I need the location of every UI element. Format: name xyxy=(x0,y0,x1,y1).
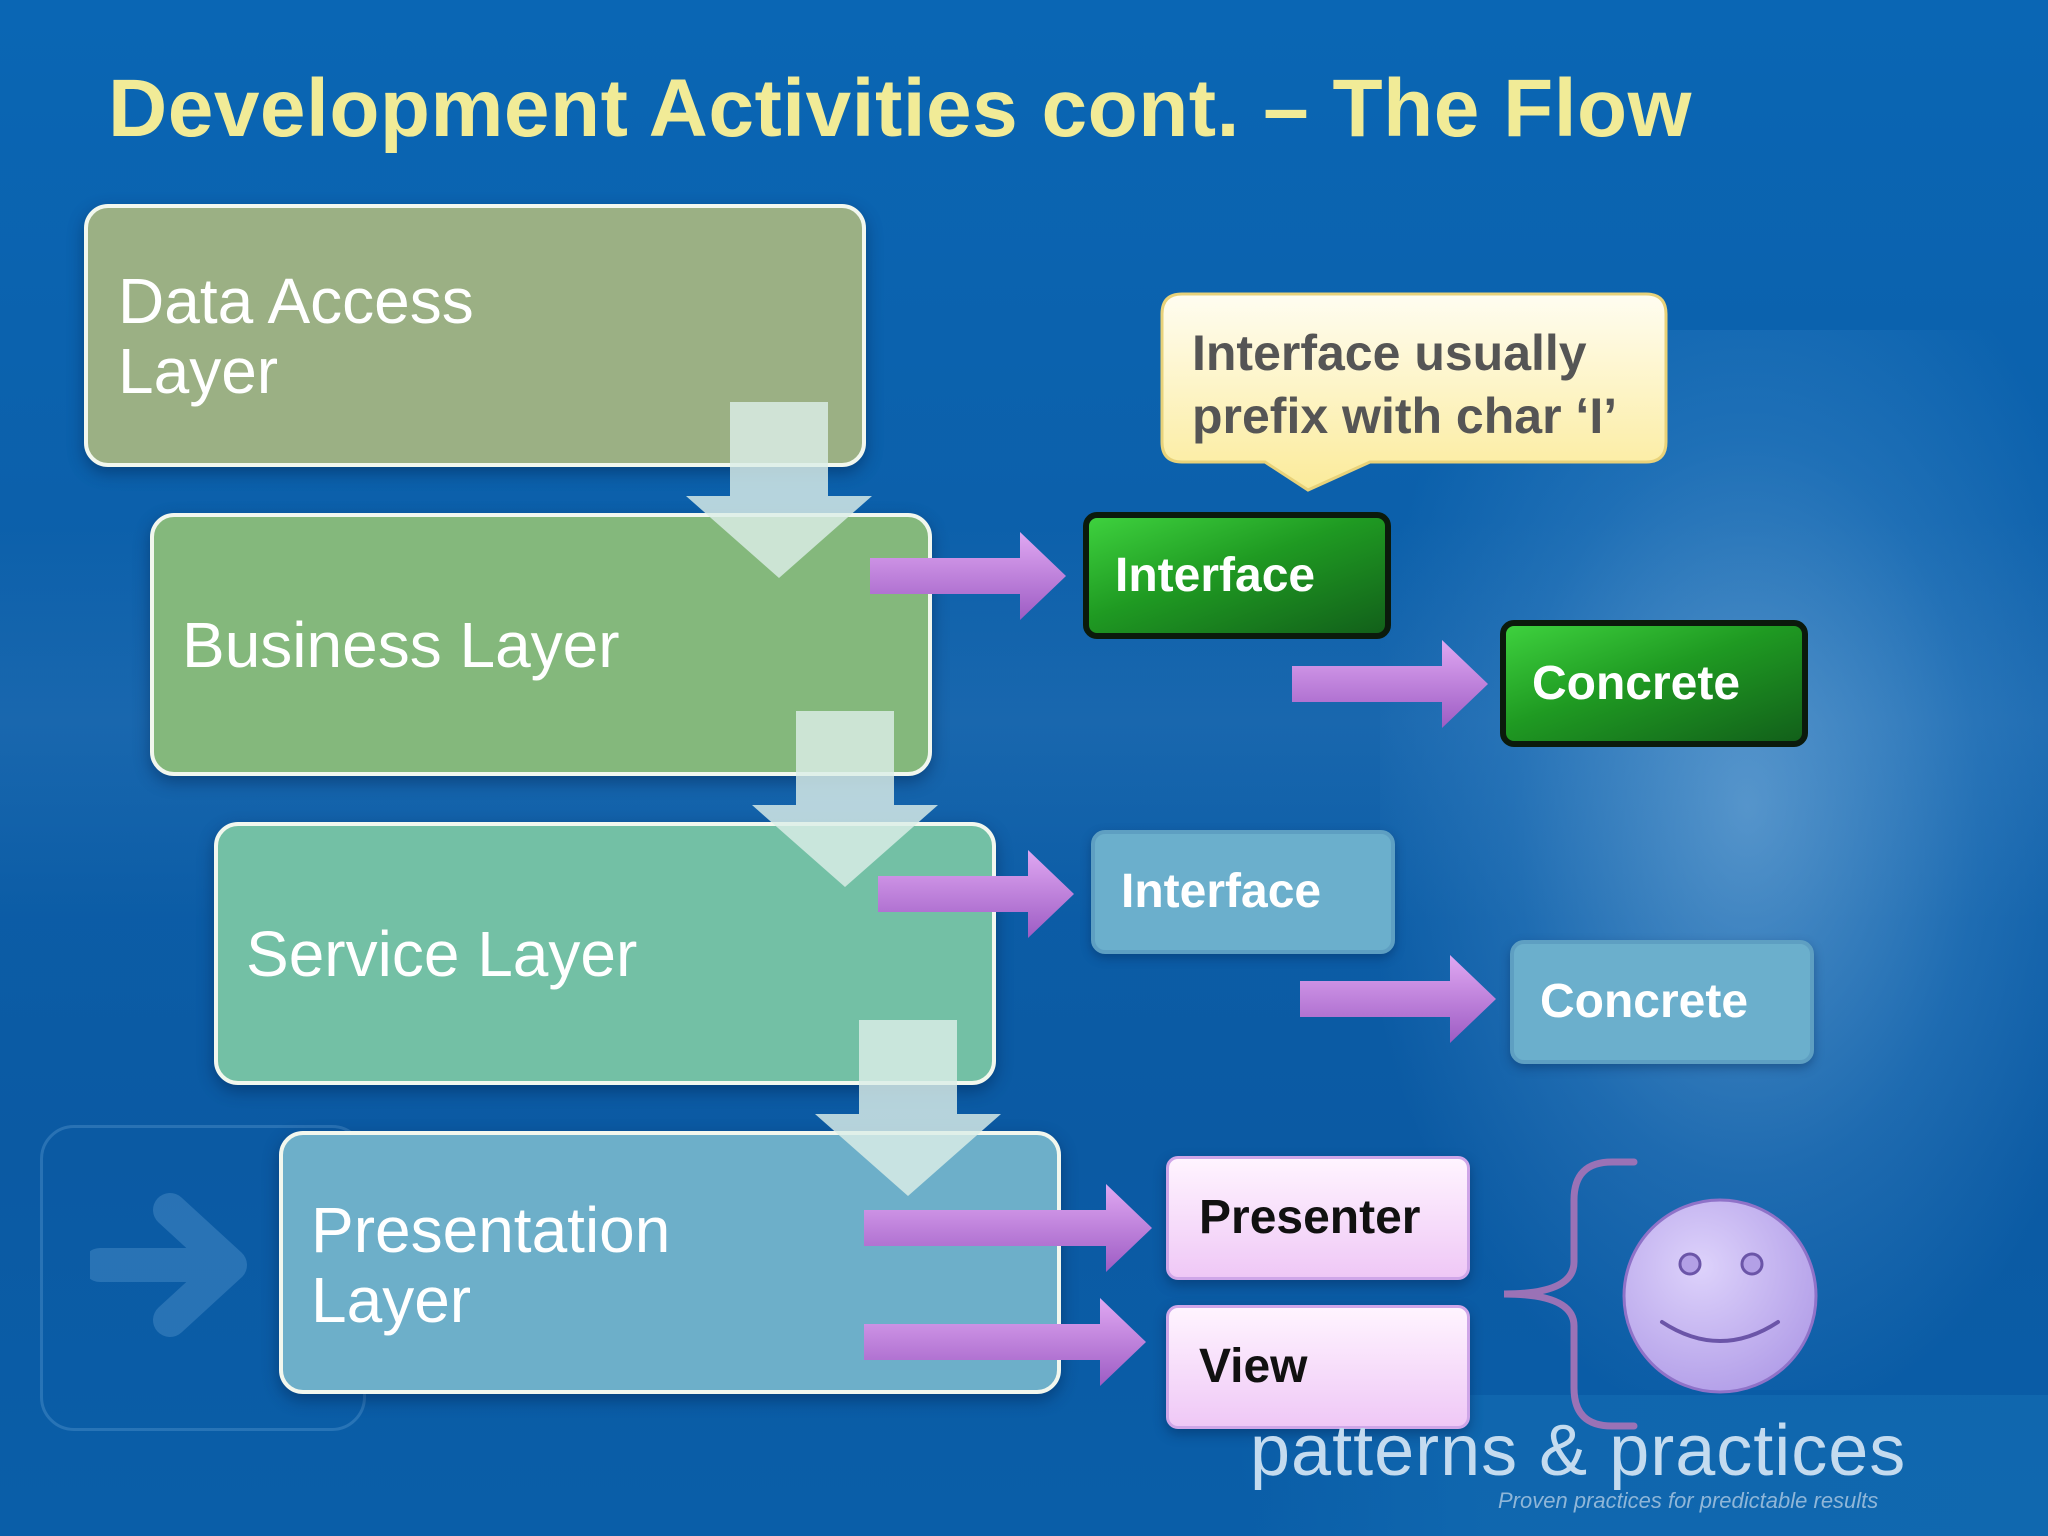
presenter-label: Presenter xyxy=(1199,1191,1421,1244)
callout-text: Interface usually prefix with char ‘I’ xyxy=(1192,325,1618,444)
service-concrete-label: Concrete xyxy=(1540,975,1749,1028)
right-arrow-icon xyxy=(1300,955,1496,1043)
service-interface-label: Interface xyxy=(1121,865,1322,918)
interface-prefix-callout: Interface usually prefix with char ‘I’ xyxy=(1160,292,1668,492)
business-concrete-label: Concrete xyxy=(1532,656,1741,710)
service-concrete-box: Concrete xyxy=(1510,940,1814,1064)
business-layer-label: Business Layer xyxy=(182,609,620,681)
service-interface-box: Interface xyxy=(1091,830,1395,954)
down-arrow-icon xyxy=(752,711,938,887)
right-arrow-icon xyxy=(864,1184,1152,1272)
background-arrow-icon xyxy=(83,1170,290,1370)
brand-logo-text: patterns & practices xyxy=(1250,1411,1907,1491)
business-concrete-box: Concrete xyxy=(1500,620,1808,747)
right-arrow-icon xyxy=(864,1298,1146,1386)
right-arrow-icon xyxy=(878,850,1074,938)
service-layer-label: Service Layer xyxy=(246,918,638,990)
view-label: View xyxy=(1199,1340,1308,1393)
smiley-face-icon xyxy=(1620,1196,1820,1396)
brand-tagline: Proven practices for predictable results xyxy=(1498,1488,1879,1513)
presenter-box: Presenter xyxy=(1166,1156,1470,1280)
business-interface-label: Interface xyxy=(1115,548,1316,602)
down-arrow-icon xyxy=(686,402,872,578)
data-access-layer-label: Data Access Layer xyxy=(118,265,474,407)
down-arrow-icon xyxy=(815,1020,1001,1196)
right-arrow-icon xyxy=(1292,640,1488,728)
curly-brace-icon xyxy=(1500,1158,1640,1430)
right-arrow-icon xyxy=(870,532,1066,620)
view-box: View xyxy=(1166,1305,1470,1429)
business-interface-box: Interface xyxy=(1083,512,1391,639)
slide-title: Development Activities cont. – The Flow xyxy=(108,63,1692,154)
presentation-layer-label: Presentation Layer xyxy=(311,1194,671,1336)
